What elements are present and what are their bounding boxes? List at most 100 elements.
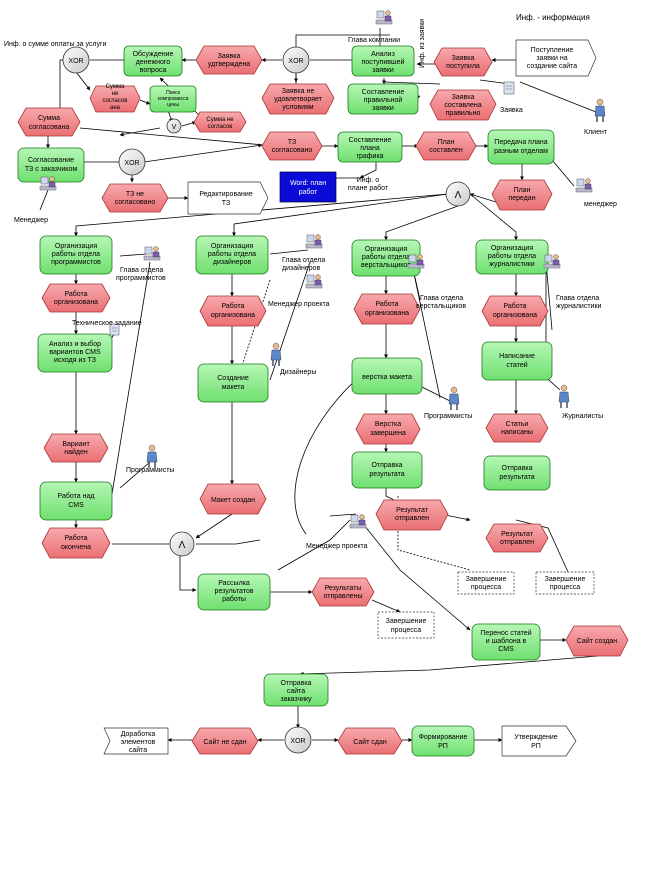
and-connector[interactable]: Λ [169, 531, 195, 557]
role-label: Глава отдела [420, 295, 463, 302]
svg-text:Сайт создан: Сайт создан [577, 637, 618, 645]
role-label: Программисты [126, 467, 174, 474]
role-label: Глава отдела [556, 295, 599, 302]
xor-connector[interactable]: XOR [282, 46, 310, 74]
svg-text:Макет создан: Макет создан [211, 497, 255, 504]
event-hexagon[interactable]: Сайт создан [565, 625, 629, 657]
programmers-person-icon [448, 386, 460, 411]
event-hexagon[interactable]: Сайт сдан [337, 727, 403, 755]
logic-connectors: XOR XOR V XOR Λ Λ XOR [62, 46, 471, 754]
info-note: Инф. из заявки [419, 19, 426, 68]
xor-connector[interactable]: XOR [118, 148, 146, 176]
xor-connector[interactable]: XOR [284, 726, 312, 754]
function-box[interactable]: верстка макета [351, 357, 423, 395]
event-hexagon[interactable]: Сайт не сдан [191, 727, 259, 755]
xor-connector[interactable]: XOR [62, 46, 90, 74]
svg-text:Λ: Λ [455, 190, 462, 201]
event-hexagon[interactable]: Макет создан [199, 483, 267, 515]
info-note: Техническое задание [72, 320, 142, 327]
programmers-person-icon [146, 444, 158, 469]
or-connector[interactable]: V [166, 118, 182, 134]
and-connector[interactable]: Λ [445, 181, 471, 207]
role-label: Программисты [424, 413, 472, 420]
manager-desk-icon [143, 246, 161, 261]
svg-text:XOR: XOR [68, 58, 83, 65]
role-label: дизайнеров [282, 264, 321, 272]
client-person-icon [594, 98, 606, 123]
role-label: Глава отдела [120, 267, 163, 274]
role-label: программистов [116, 275, 166, 282]
